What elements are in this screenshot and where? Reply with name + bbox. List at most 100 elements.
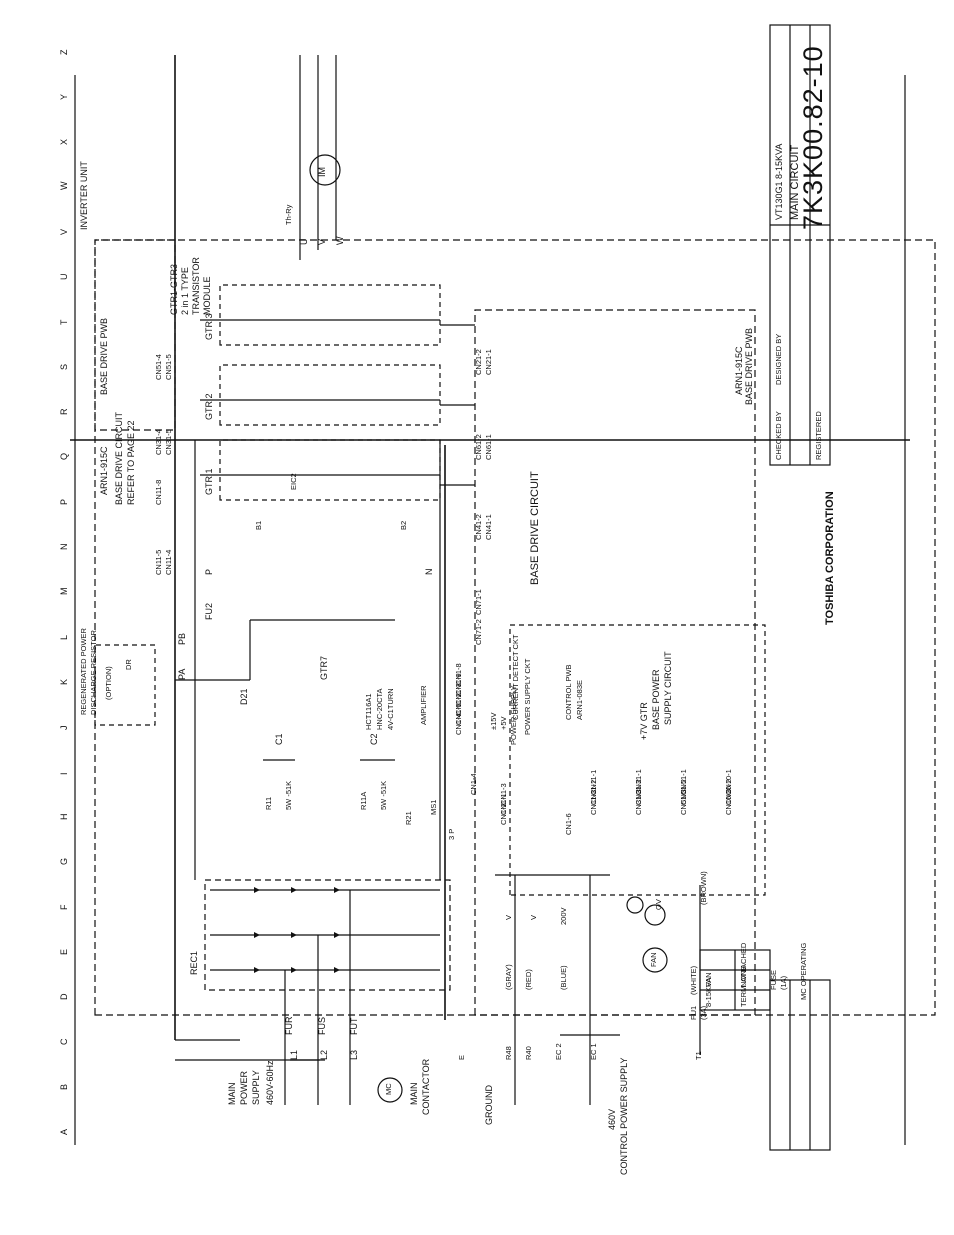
gtr2-label: GTR 2 [204, 393, 214, 420]
gtr-module-3: TRANSISTOR [191, 257, 201, 315]
connector-label: CN21-1 [484, 349, 493, 375]
motor-label: IM [317, 167, 327, 177]
main-contactor-1: MAIN [409, 1082, 419, 1106]
n-bus-label: N [424, 568, 434, 576]
main-supply-3: SUPPLY [251, 1070, 261, 1105]
base-drive-pwb-label: BASE DRIVE PWB [99, 317, 109, 395]
connector-label: CN31-4 [154, 429, 163, 455]
mc-label: MC [384, 1083, 393, 1095]
r21-label: R21 [404, 811, 413, 825]
frame-letter: J [59, 725, 69, 731]
gray-wire-label: (GRAY) [504, 964, 513, 990]
gtr-module-1: GTR1-GTR3 [169, 263, 179, 315]
fuse-rating: (1A) [779, 975, 788, 990]
power-supply-label: POWER SUPPLY [509, 685, 518, 745]
three-p-label: 3 P [447, 828, 456, 840]
fus-label: FUS [317, 1017, 327, 1035]
c2-label: C2 [369, 733, 379, 745]
company-name: TOSHIBA CORPORATION [824, 491, 836, 625]
control-pwb-2: ARN1-083E [575, 679, 584, 720]
main-contactor-2: CONTACTOR [421, 1058, 431, 1115]
e-label: E [457, 1054, 466, 1060]
frame-letter: W [59, 181, 69, 191]
fu1-rating: (3A) [699, 1005, 708, 1020]
discharge-1: REGENERATED POWER [79, 628, 88, 715]
r40-label: R40 [524, 1046, 533, 1060]
rec1-label: REC1 [189, 950, 199, 975]
frame-letter: V [59, 228, 69, 235]
connector-label: CN31-5 [164, 429, 173, 455]
pa-label: PA [177, 668, 187, 680]
amplifier-label: AMPLIFIER [419, 685, 428, 725]
control-pwb-1: CONTROL PWB [564, 664, 573, 720]
connector-label: CN1-4 [454, 713, 463, 735]
l3-label: L3 [349, 1049, 359, 1060]
frame-letter: I [59, 772, 69, 775]
frame-letter: L [59, 634, 69, 640]
title-model: VT130G1 8-15KVA [774, 143, 784, 220]
connector-label: CN1-4 [469, 773, 478, 795]
out-w-label: W [335, 236, 345, 246]
frame-letter: C [59, 1038, 69, 1046]
b1-label: B1 [254, 520, 263, 530]
v200-label: 200V [559, 907, 568, 925]
r11-value: 5W -51K [284, 780, 293, 810]
main-supply-4: 460V-60Hz [265, 1060, 275, 1105]
dr-label: DR [124, 659, 133, 670]
frame-letter: R [59, 408, 69, 416]
designed-by-label: DESIGNED BY [774, 333, 783, 385]
connector-label: CN41-2 [474, 514, 483, 540]
ms1-label: MS1 [429, 799, 438, 815]
base-drive-ref-1: BASE DRIVE CIRCUIT [114, 411, 124, 505]
connector-label: CN61-2 [474, 434, 483, 460]
frame-letter: G [59, 857, 69, 865]
base-drive-circuit-label: BASE DRIVE CIRCUIT [529, 471, 541, 585]
r11a-value: 5W -51K [379, 780, 388, 810]
ov-label: OV [654, 899, 663, 910]
connector-label: CN51-4 [154, 354, 163, 380]
gtr-module-4: MODULE [202, 276, 212, 315]
checked-by-label: CHECKED BY [774, 411, 783, 460]
frame-letter: N [59, 543, 69, 551]
r11-label: R11 [264, 796, 273, 810]
gtr-supply-1: +7V GTR [639, 702, 649, 740]
hct-2: HNC-20CTA [375, 688, 384, 730]
ec1-label: EC 1 [589, 1043, 598, 1060]
arn-top-label: ARN1-915C [99, 446, 109, 495]
discharge-2: DISCHARGE RESISTOR [89, 630, 98, 715]
arn-bottom-2: BASE DRIVE PWB [744, 327, 754, 405]
fuse-label: FUSE [769, 969, 778, 990]
registered-label: REGISTERED [814, 411, 823, 460]
connector-label: CN1-6 [564, 813, 573, 835]
frame-letter: D [59, 993, 69, 1001]
discharge-3: (OPTION) [104, 666, 113, 700]
v-bot-label: V [529, 914, 538, 920]
control-power-2: CONTROL POWER SUPPLY [619, 1057, 629, 1175]
v5-label: +5V [499, 716, 508, 730]
fut-label: FUT [349, 1017, 359, 1036]
pb-label: PB [177, 632, 187, 645]
l2-label: L2 [319, 1049, 329, 1060]
b2-label: B2 [399, 520, 408, 530]
connector-label: CN21-2 [474, 349, 483, 375]
d21-label: D21 [239, 688, 249, 705]
frame-letter: X [59, 138, 69, 145]
base-drive-ref-2: REFER TO PAGE 22 [126, 420, 136, 505]
inverter-unit-label: INVERTER UNIT [79, 161, 89, 230]
fan-table-3: 8-15KVA [704, 977, 713, 1007]
frame-letter: E [59, 948, 69, 955]
control-power-1: 460V [607, 1108, 617, 1130]
connector-label: CN61-1 [484, 434, 493, 460]
r11a-label: R11A [359, 791, 368, 810]
hct-3: 4V-C1TURN [386, 688, 395, 730]
frame-letter: P [59, 498, 69, 505]
gtr1-label: GTR 1 [204, 468, 214, 495]
p-bus-label: P [204, 568, 214, 575]
frame-letter: Z [59, 49, 69, 56]
out-v-label: V [317, 238, 327, 245]
connector-label: CN11-5 [154, 549, 163, 575]
frame-letter: A [59, 1128, 69, 1135]
frame-letter: F [59, 904, 69, 911]
